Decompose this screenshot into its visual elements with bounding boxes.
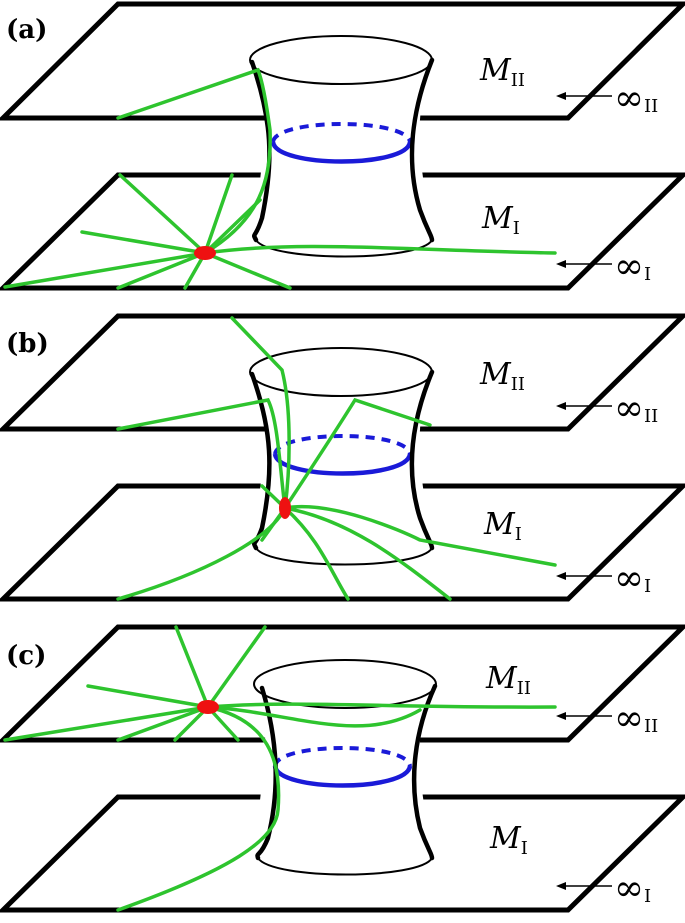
field-line	[203, 173, 234, 255]
throat-neck-back	[273, 746, 412, 767]
throat-right-wall	[411, 683, 438, 861]
upper-sheet-label: MII	[479, 53, 525, 91]
svg-text:∞I: ∞I	[614, 246, 651, 287]
throat-left-wall	[255, 685, 278, 861]
panel-label: (b)	[6, 329, 49, 359]
lower-infinity-arrow: ∞I	[556, 558, 651, 599]
field-line	[206, 625, 267, 709]
field-line	[116, 705, 281, 912]
field-line	[116, 251, 207, 290]
svg-text:∞II: ∞II	[614, 388, 658, 429]
panel-c: (c) MII MI ∞II ∞I	[0, 624, 685, 913]
panel-b: (b) MII MI ∞II ∞I	[0, 313, 685, 602]
throat-right-wall	[409, 57, 435, 243]
wormhole-throat	[249, 35, 435, 258]
field-line	[203, 251, 292, 290]
field-line	[283, 506, 452, 601]
throat-neck-back	[273, 434, 412, 455]
lower-sheet-label: MI	[489, 821, 528, 859]
upper-sheet-label: MII	[485, 661, 531, 699]
panel-label: (a)	[6, 15, 47, 45]
field-lines	[3, 67, 557, 290]
field-line	[116, 705, 210, 742]
throat-bottom-rim	[255, 547, 433, 566]
field-line	[3, 251, 207, 289]
field-line	[116, 67, 272, 255]
lower-infinity-arrow: ∞I	[556, 868, 651, 909]
upper-sheet-plane	[0, 1, 685, 121]
field-line	[283, 397, 432, 510]
field-line	[3, 705, 210, 742]
svg-text:∞II: ∞II	[614, 698, 658, 739]
panel-label: (c)	[6, 641, 46, 671]
field-line	[118, 173, 207, 255]
wormhole-throat	[249, 347, 435, 566]
field-line	[116, 398, 287, 510]
upper-sheet-plane	[0, 313, 685, 432]
field-line	[116, 506, 287, 601]
throat-neck-front	[272, 765, 413, 788]
point-charge	[194, 246, 216, 260]
lower-sheet-label: MI	[483, 507, 522, 545]
field-line	[203, 244, 557, 255]
field-line	[283, 506, 350, 601]
point-charge	[197, 700, 219, 714]
field-line	[206, 702, 557, 709]
svg-text:∞I: ∞I	[614, 868, 651, 909]
field-lines	[3, 625, 557, 912]
throat-left-wall	[249, 59, 272, 243]
panel-a: (a) MII MI ∞II ∞I	[0, 1, 685, 291]
upper-infinity-arrow: ∞II	[556, 388, 658, 429]
field-line	[174, 625, 210, 709]
field-line	[86, 684, 210, 709]
lower-sheet-label: MI	[481, 201, 520, 239]
field-line	[283, 505, 557, 567]
field-line	[230, 316, 291, 510]
throat-neck-front	[270, 141, 413, 164]
point-charge	[279, 497, 291, 519]
throat-left-wall	[249, 371, 272, 551]
wormhole-throat	[253, 659, 438, 876]
field-lines	[116, 316, 557, 601]
svg-text:∞II: ∞II	[614, 78, 658, 119]
upper-infinity-arrow: ∞II	[556, 78, 658, 119]
upper-infinity-arrow: ∞II	[556, 698, 658, 739]
field-line	[206, 705, 422, 728]
upper-sheet-label: MII	[479, 357, 525, 395]
field-line	[80, 230, 207, 255]
lower-infinity-arrow: ∞I	[556, 246, 651, 287]
throat-bottom-rim	[257, 857, 433, 876]
svg-text:∞I: ∞I	[614, 558, 651, 599]
